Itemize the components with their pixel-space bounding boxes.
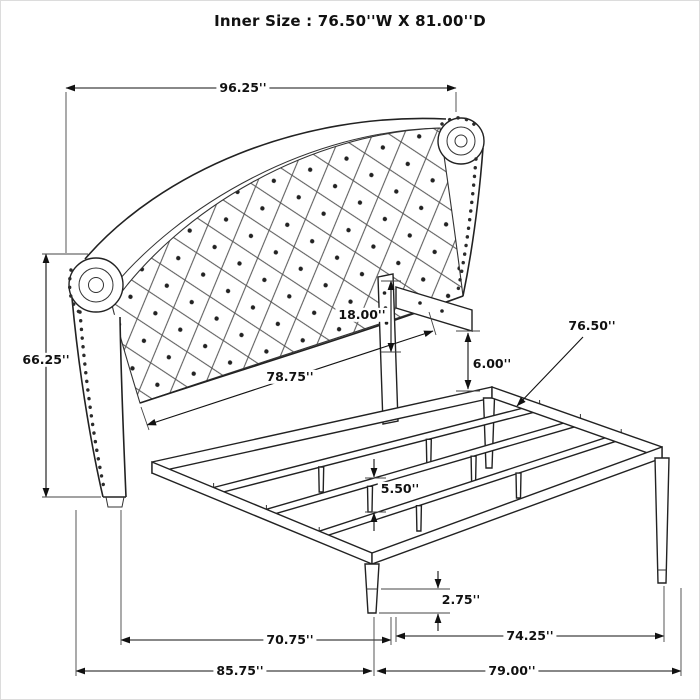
dim-label-overall-depth: 85.75'' [213,663,267,679]
left-scroll [68,257,124,313]
dim-label-overall-width: 79.00'' [485,663,539,679]
front-left-leg [364,563,380,614]
tufted-panel [111,127,464,404]
nailhead-trim-left-wing [78,310,106,490]
slat-leg [425,438,433,465]
dim-label-headboard-width: 96.25'' [216,80,270,96]
dim-label-inner-length-left: 70.75'' [263,632,317,648]
headboard-right-leg [482,397,496,469]
nailhead-trim-right-edge [456,157,478,292]
nailhead-trim-left-scroll [67,268,81,314]
dim-label-inner-length-right: 74.25'' [503,628,557,644]
dim-label-support-height: 5.50'' [377,481,423,497]
left-wing-inner-edge [119,316,127,498]
page-title: Inner Size : 76.50''W X 81.00''D [214,12,486,30]
dim-label-bracket-drop: 6.00'' [469,356,515,372]
slat-leg [515,472,522,499]
leader-slat-length [516,336,584,407]
left-wing-outer-edge [71,297,104,498]
front-right-leg [654,457,670,584]
dim-label-headboard-height: 66.25'' [19,352,73,368]
left-wing-foot [105,496,125,508]
slat-leg [415,505,423,532]
slat-leg [470,455,477,483]
left-wing-face [72,298,126,497]
dim-label-slat-length: 76.50'' [565,318,619,334]
headboard-top-inner-edge [106,127,441,295]
dim-label-post-height: 18.00'' [335,307,389,323]
dim-label-inner-headboard-width: 78.75'' [263,369,317,385]
right-scroll [437,117,485,165]
headboard-right-edge [462,147,484,297]
dim-label-foot-height: 2.75'' [438,592,484,608]
headboard-top-edge [84,117,447,260]
slat-leg [317,466,325,493]
slat-leg [366,485,374,513]
